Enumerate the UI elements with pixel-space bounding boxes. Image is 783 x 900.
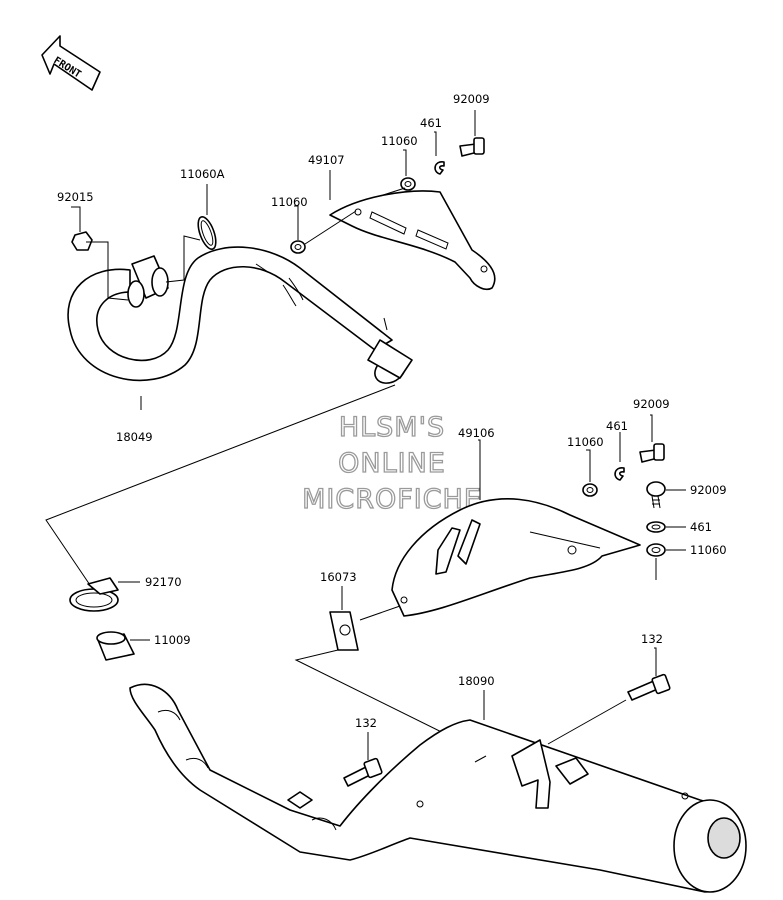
label-11009: 11009 [154,633,191,647]
label-11060-mid: 11060 [271,195,308,209]
label-132-right: 132 [641,632,663,646]
header-pipe-18049 [67,246,413,384]
lock-washer-461-top-icon [434,161,445,175]
part-labels: 92009 461 11060 49107 11060 11060A 92015… [57,92,727,730]
watermark-line-1: HLSM'S [339,412,445,443]
lock-washer-461-r1-icon [614,467,625,481]
label-18049: 18049 [116,430,153,444]
watermark: HLSM'S ONLINE MICROFICHE [301,411,482,515]
label-11060-r2: 11060 [690,543,727,557]
gasket-16073 [329,611,359,651]
label-16073: 16073 [320,570,357,584]
label-11060-top: 11060 [381,134,418,148]
nut-92015-icon [71,231,93,251]
label-18090: 18090 [458,674,495,688]
label-92009-top: 92009 [453,92,490,106]
label-49106: 49106 [458,426,495,440]
label-461-r2: 461 [690,520,712,534]
screw-92009-r2-icon [646,481,666,509]
bolt-132-right-icon [627,673,671,701]
muffler-18090 [129,683,747,893]
label-11060A: 11060A [180,167,225,181]
washer-11060-r1-icon [582,483,598,497]
label-461-top: 461 [420,116,442,130]
clamp-92170 [69,577,119,612]
label-132-left: 132 [355,716,377,730]
flange-part [127,255,169,308]
heat-shield-49106 [391,498,641,617]
watermark-line-3: MICROFICHE [302,484,482,515]
label-92009-r1: 92009 [633,397,670,411]
bolt-132-left-icon [343,757,383,787]
bolt-92009-top-icon [459,137,485,157]
bushing-11009 [96,631,135,661]
watermark-line-2: ONLINE [338,448,446,479]
front-direction-arrow-icon: FRONT [41,35,101,91]
label-92015: 92015 [57,190,94,204]
label-92170: 92170 [145,575,182,589]
label-461-r1: 461 [606,419,628,433]
bolt-92009-r1-icon [639,443,665,463]
gasket-11060A [197,216,217,250]
washer-11060-r2-icon [646,543,666,557]
label-49107: 49107 [308,153,345,167]
heat-shield-49107 [329,190,496,291]
washer-11060-mid-icon [290,240,306,254]
lock-washer-461-r2-icon [646,521,666,533]
label-92009-r2: 92009 [690,483,727,497]
label-11060-r1: 11060 [567,435,604,449]
washer-11060-top-icon [400,177,416,191]
